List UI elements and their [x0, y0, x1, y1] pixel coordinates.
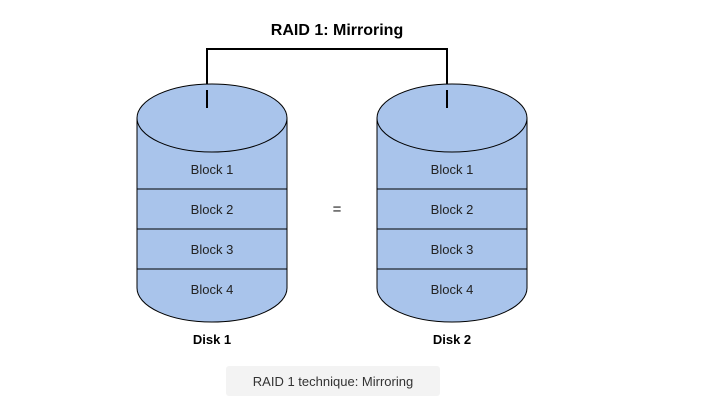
- disk-2-block-4: Block 4: [431, 282, 474, 297]
- diagram-title: RAID 1: Mirroring: [271, 22, 403, 39]
- disk-1: Block 1 Block 2 Block 3 Block 4: [136, 83, 288, 323]
- disk-1-block-1: Block 1: [191, 162, 234, 177]
- disk-1-body: [136, 117, 288, 323]
- disk-2-block-2: Block 2: [431, 202, 474, 217]
- disk-2: Block 1 Block 2 Block 3 Block 4: [376, 83, 528, 323]
- disk-2-top: [376, 83, 528, 153]
- disk-1-block-4: Block 4: [191, 282, 234, 297]
- disk-1-label: Disk 1: [193, 332, 231, 347]
- figure-caption: RAID 1 technique: Mirroring: [226, 366, 440, 396]
- disk-1-block-2: Block 2: [191, 202, 234, 217]
- disk-2-label: Disk 2: [433, 332, 471, 347]
- disk-1-block-3: Block 3: [191, 242, 234, 257]
- disk-2-body: [376, 117, 528, 323]
- mirror-connector-line: [206, 48, 448, 107]
- equals-symbol: =: [333, 201, 342, 218]
- disk-2-block-3: Block 3: [431, 242, 474, 257]
- disk-1-top: [136, 83, 288, 153]
- disk-2-block-1: Block 1: [431, 162, 474, 177]
